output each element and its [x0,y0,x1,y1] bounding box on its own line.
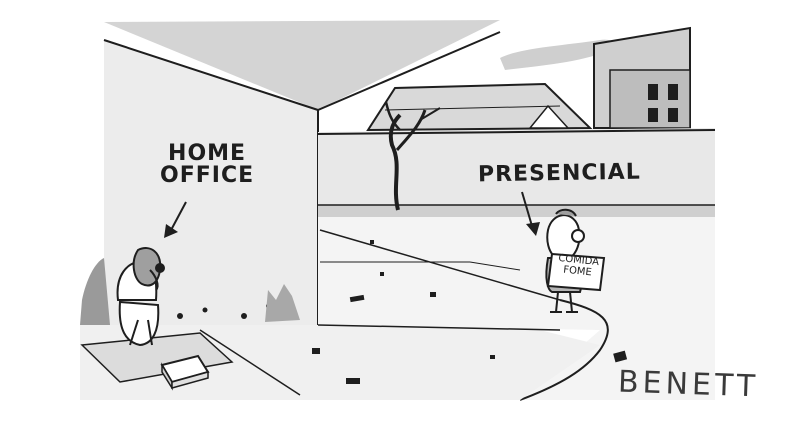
tree [388,113,402,211]
cloud [500,39,614,70]
debris [177,240,628,384]
grass-left [80,258,110,325]
artist-signature: BENETT [617,364,760,405]
sitting-figure [116,247,165,347]
ceiling-wash [104,20,500,110]
mat [80,332,234,383]
cardboard-sign [546,252,606,292]
street-wall [318,128,715,205]
arrow-presencial [521,191,540,236]
presencial-label: PRESENCIAL [477,159,641,188]
grass-right [265,284,300,322]
arrow-home-office [164,201,187,238]
home-office-label: HOME OFFICE [160,143,254,187]
home-office-label-line1: HOME [168,141,247,166]
home-office-label-line2: OFFICE [160,163,255,188]
